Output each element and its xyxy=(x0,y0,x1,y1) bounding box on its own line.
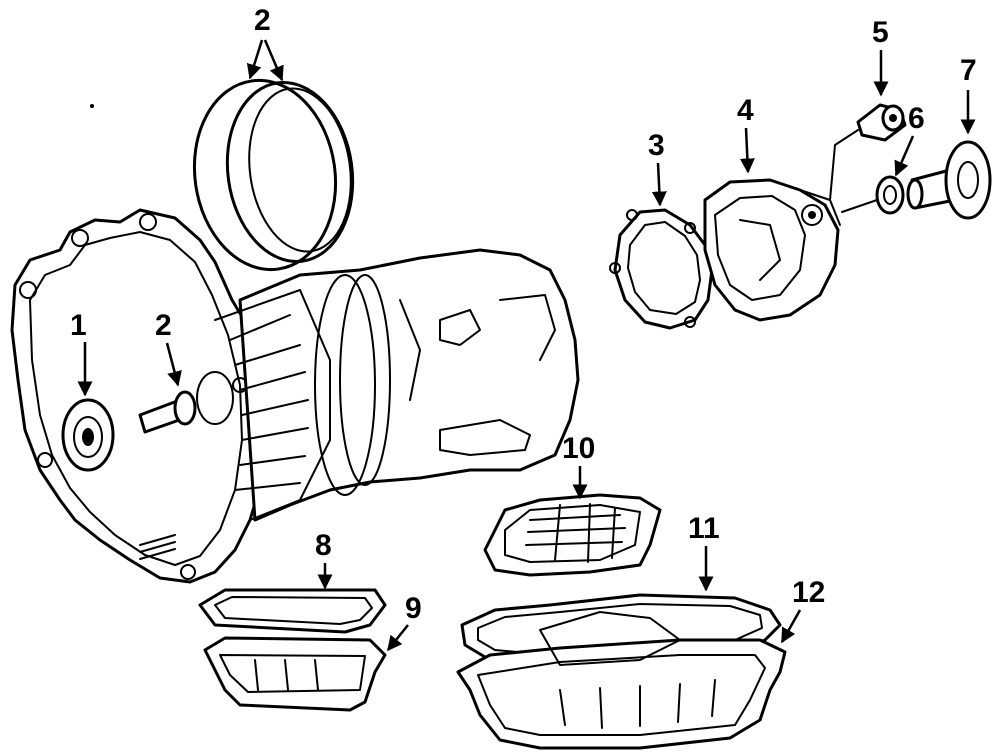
callout-number: 5 xyxy=(872,16,889,49)
part-9-oil-pan xyxy=(203,636,387,712)
part-7-flange xyxy=(906,140,992,220)
part-3-gasket xyxy=(609,208,714,330)
callout-7: 7 xyxy=(960,54,977,135)
callout-number: 8 xyxy=(315,529,332,562)
callout-12: 12 xyxy=(780,576,825,644)
callout-number: 2 xyxy=(254,4,271,37)
callout-8: 8 xyxy=(315,529,333,590)
callout-2-top: 2 xyxy=(246,4,284,82)
callout-number: 11 xyxy=(688,512,720,545)
part-2-seal-ring xyxy=(192,78,355,272)
callout-number: 4 xyxy=(737,94,754,127)
part-12-oil-pan xyxy=(456,611,787,750)
callout-10: 10 xyxy=(562,432,595,500)
part-4-extension-housing xyxy=(703,178,841,322)
callout-number: 1 xyxy=(70,309,87,342)
callout-9: 9 xyxy=(387,592,422,652)
callout-number: 9 xyxy=(405,592,422,625)
callout-4: 4 xyxy=(737,94,755,174)
stray-dot xyxy=(90,104,94,108)
part-8-pan-gasket xyxy=(198,588,387,634)
part-10-filter xyxy=(483,493,662,577)
callout-3: 3 xyxy=(648,129,667,207)
callout-number: 2 xyxy=(155,309,172,342)
callout-number: 7 xyxy=(960,54,977,87)
part-6-seal xyxy=(841,175,905,215)
callout-1: 1 xyxy=(70,309,93,397)
callout-number: 10 xyxy=(562,432,595,465)
callout-number: 6 xyxy=(908,102,925,135)
part-5-sensor xyxy=(829,103,907,201)
callout-5: 5 xyxy=(872,16,889,97)
transmission-case xyxy=(10,208,580,584)
callout-2-shaft: 2 xyxy=(155,309,182,387)
callout-11: 11 xyxy=(688,512,720,592)
callout-number: 3 xyxy=(648,129,665,162)
callout-6: 6 xyxy=(894,102,925,177)
callout-number: 12 xyxy=(792,576,825,609)
